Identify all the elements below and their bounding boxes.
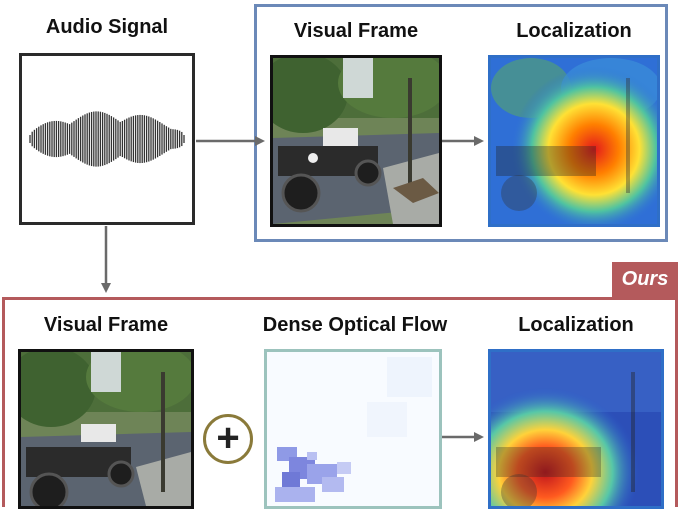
- waveform-icon: [29, 111, 185, 167]
- top-visual-frame-label: Visual Frame: [293, 20, 419, 42]
- bottom-visual-frame-image: [18, 349, 194, 509]
- top-localization-heatmap: [488, 55, 660, 227]
- optical-flow-image: [264, 349, 442, 509]
- bottom-localization-label: Localization: [518, 314, 634, 336]
- plus-icon: +: [203, 414, 253, 464]
- top-pipeline-panel: [254, 4, 668, 242]
- bottom-visual-frame-label: Visual Frame: [43, 314, 169, 336]
- optical-flow-label: Dense Optical Flow: [262, 314, 448, 336]
- bottom-localization-heatmap: [488, 349, 664, 509]
- audio-signal-label: Audio Signal: [45, 16, 169, 38]
- bottom-pipeline-panel: [2, 297, 678, 507]
- ours-tag: Ours: [612, 262, 678, 297]
- top-visual-frame-image: [270, 55, 442, 227]
- top-localization-label: Localization: [516, 20, 632, 42]
- audio-waveform-box: [19, 53, 195, 225]
